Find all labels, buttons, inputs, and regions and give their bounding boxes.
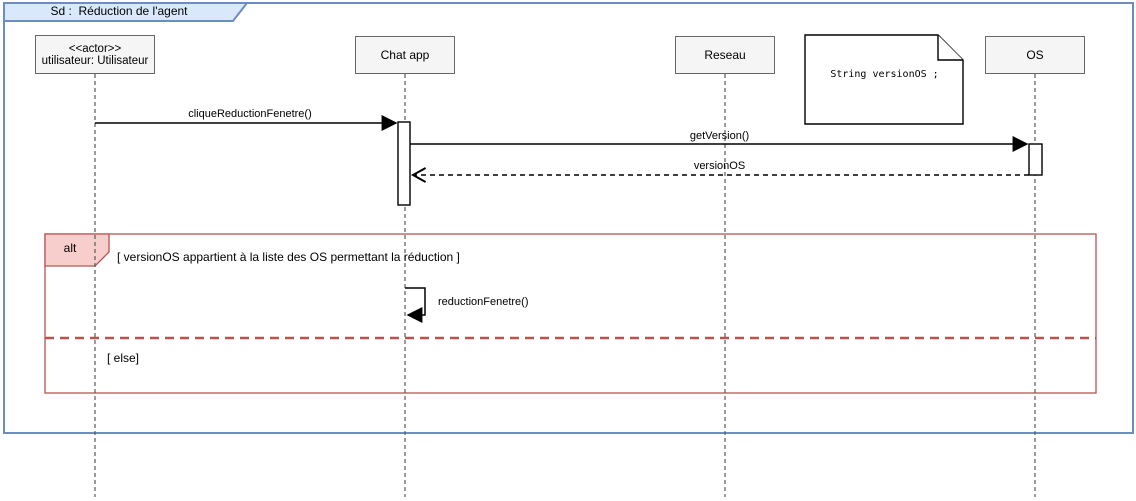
note-text: String versionOS ; — [830, 69, 939, 80]
lifeline-name: Reseau — [704, 48, 746, 62]
note-shape[interactable] — [804, 34, 964, 125]
note-fold-corner — [937, 35, 963, 61]
lifeline-head-utilisateur[interactable]: <<actor>> utilisateur: Utilisateur — [35, 35, 155, 74]
message-label-reduction-fenetre: reductionFenetre() — [438, 296, 529, 308]
lifeline-name: OS — [1026, 48, 1044, 62]
actor-name: utilisateur: Utilisateur — [41, 54, 149, 67]
message-line-reduction-fenetre-self[interactable] — [405, 287, 426, 315]
activation-os[interactable] — [1028, 143, 1043, 176]
message-label-version-os: versionOS — [693, 160, 746, 172]
activation-chat-app[interactable] — [397, 121, 411, 206]
message-label-clique-reduction-fenetre: cliqueReductionFenetre() — [188, 108, 312, 120]
alt-fragment-border[interactable] — [44, 233, 1097, 394]
lifeline-name: Chat app — [380, 48, 430, 62]
interaction-frame[interactable] — [3, 2, 1134, 434]
alt-operator-label: alt — [63, 241, 77, 255]
alt-guard-condition: [ versionOS appartient à la liste des OS… — [117, 250, 460, 264]
message-label-get-version: getVersion() — [689, 130, 750, 142]
lifeline-head-chat-app[interactable]: Chat app — [355, 36, 455, 74]
frame-title: Sd : Réduction de l'agent — [50, 4, 188, 18]
alt-guard-else: [ else] — [107, 351, 140, 365]
frame-title-tab[interactable] — [3, 2, 250, 22]
actor-stereotype: <<actor>> — [68, 42, 122, 55]
lifeline-head-os[interactable]: OS — [985, 36, 1085, 74]
alt-operator-pentagon[interactable] — [44, 233, 110, 267]
lifeline-head-reseau[interactable]: Reseau — [675, 36, 775, 74]
